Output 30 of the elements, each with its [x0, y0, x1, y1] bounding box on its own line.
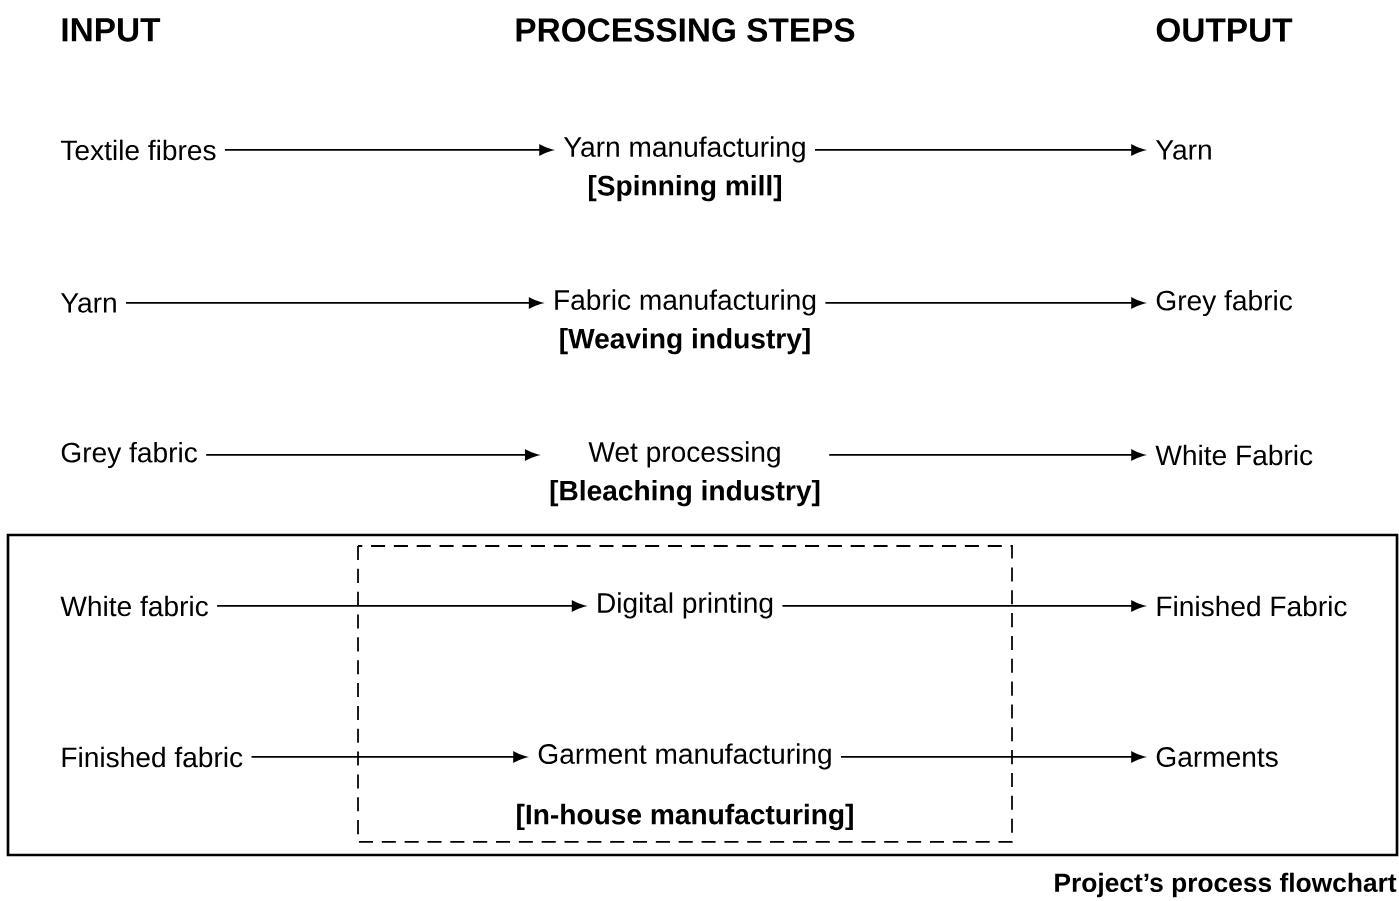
arrow	[814, 144, 1145, 156]
output-label: Garments	[1156, 747, 1278, 767]
process-step: Wet processing [Bleaching industry]	[550, 441, 820, 507]
frame-box	[6, 533, 1399, 857]
column-heading: INPUT	[62, 18, 161, 42]
process-step: Garment manufacturing	[538, 743, 831, 770]
input-label: White fabric	[60, 595, 208, 617]
arrow	[205, 449, 539, 461]
arrow	[216, 600, 585, 612]
caption: Project’s process flowchart	[1055, 872, 1397, 898]
input-label: Grey fabric	[61, 441, 198, 469]
process-step: Digital printing	[598, 592, 773, 619]
arrow	[840, 751, 1145, 763]
arrow	[828, 449, 1145, 461]
input-label: Finished fabric	[62, 746, 243, 768]
output-label: Finished Fabric	[1157, 595, 1347, 617]
arrow	[781, 600, 1145, 612]
arrow	[824, 297, 1145, 309]
input-label: Textile fibres	[61, 139, 216, 161]
column-heading: PROCESSING STEPS	[516, 18, 855, 42]
output-label: White Fabric	[1155, 444, 1313, 466]
arrow	[250, 751, 527, 763]
input-label: Yarn	[60, 293, 116, 313]
output-label: Grey fabric	[1156, 289, 1293, 317]
process-step: Yarn manufacturing [Spinning mill]	[564, 136, 805, 202]
arrow	[224, 144, 553, 156]
arrow	[125, 297, 542, 309]
output-label: Yarn	[1155, 140, 1211, 160]
column-heading: OUTPUT	[1156, 18, 1293, 42]
process-step: Fabric manufacturing [Weaving industry]	[555, 289, 816, 355]
